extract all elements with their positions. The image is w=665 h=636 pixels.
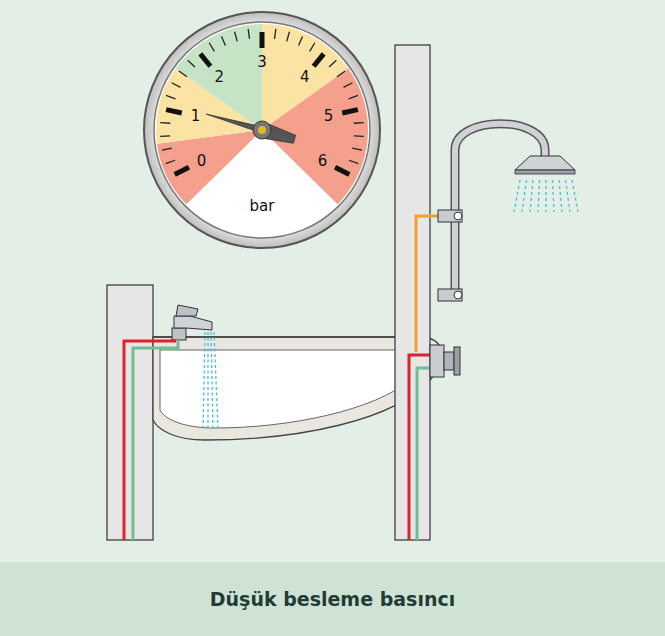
minor-tick (299, 36, 303, 45)
needle-hub (253, 121, 271, 139)
caption-band (0, 562, 665, 636)
water-drop (566, 180, 571, 212)
water-jet (203, 332, 218, 430)
major-tick (166, 110, 182, 113)
water-drop (545, 180, 546, 212)
minor-tick (349, 160, 358, 163)
major-tick (314, 54, 324, 66)
minor-tick (287, 32, 290, 42)
minor-tick (349, 95, 358, 98)
wall (107, 285, 153, 540)
water-drop (538, 180, 540, 212)
major-tick (342, 110, 358, 113)
needle-pivot (258, 126, 266, 134)
minor-tick (179, 71, 187, 77)
minor-tick (354, 122, 364, 124)
caption-box: Düşük besleme basıncı (0, 562, 665, 636)
scale-number: 5 (324, 108, 334, 123)
minor-tick (344, 83, 353, 88)
scale-number: 3 (257, 55, 267, 70)
water-drop (553, 180, 555, 212)
minor-tick (188, 60, 195, 67)
scale-number: 4 (300, 70, 310, 85)
major-tick (200, 54, 210, 66)
shower-pipes (409, 216, 445, 540)
minor-tick (337, 71, 345, 77)
minor-tick (162, 148, 172, 150)
wall (395, 45, 430, 540)
water-drop (572, 180, 578, 212)
scale-band (176, 24, 262, 130)
minor-tick (274, 29, 275, 39)
shower-spray (514, 180, 578, 212)
major-tick (260, 32, 265, 48)
unit-label: bar (250, 199, 275, 214)
supply-pipes (124, 340, 178, 540)
minor-tick (248, 29, 249, 39)
scale-number: 6 (318, 153, 328, 168)
water-drop (522, 180, 527, 212)
scale-number: 0 (197, 153, 207, 168)
minor-tick (160, 122, 170, 124)
pressure-gauge (144, 12, 380, 248)
minor-tick (310, 43, 315, 52)
water-drop (514, 180, 520, 212)
minor-tick (352, 148, 362, 150)
minor-tick (172, 83, 181, 88)
major-tick (335, 167, 349, 174)
minor-tick (354, 135, 364, 137)
water-drop (530, 180, 533, 212)
minor-tick (235, 32, 238, 42)
minor-tick (209, 43, 214, 52)
minor-tick (166, 160, 175, 163)
minor-tick (166, 95, 175, 98)
water-drop (559, 180, 562, 212)
minor-tick (160, 135, 170, 137)
faucet (172, 305, 212, 340)
mixer-valve (430, 345, 460, 377)
shower-riser (438, 124, 575, 301)
major-tick (175, 167, 189, 174)
scale-number: 2 (214, 70, 224, 85)
minor-tick (329, 60, 336, 67)
minor-tick (221, 36, 225, 45)
scale-number: 1 (191, 108, 201, 123)
caption: Düşük besleme basıncı (210, 588, 455, 610)
